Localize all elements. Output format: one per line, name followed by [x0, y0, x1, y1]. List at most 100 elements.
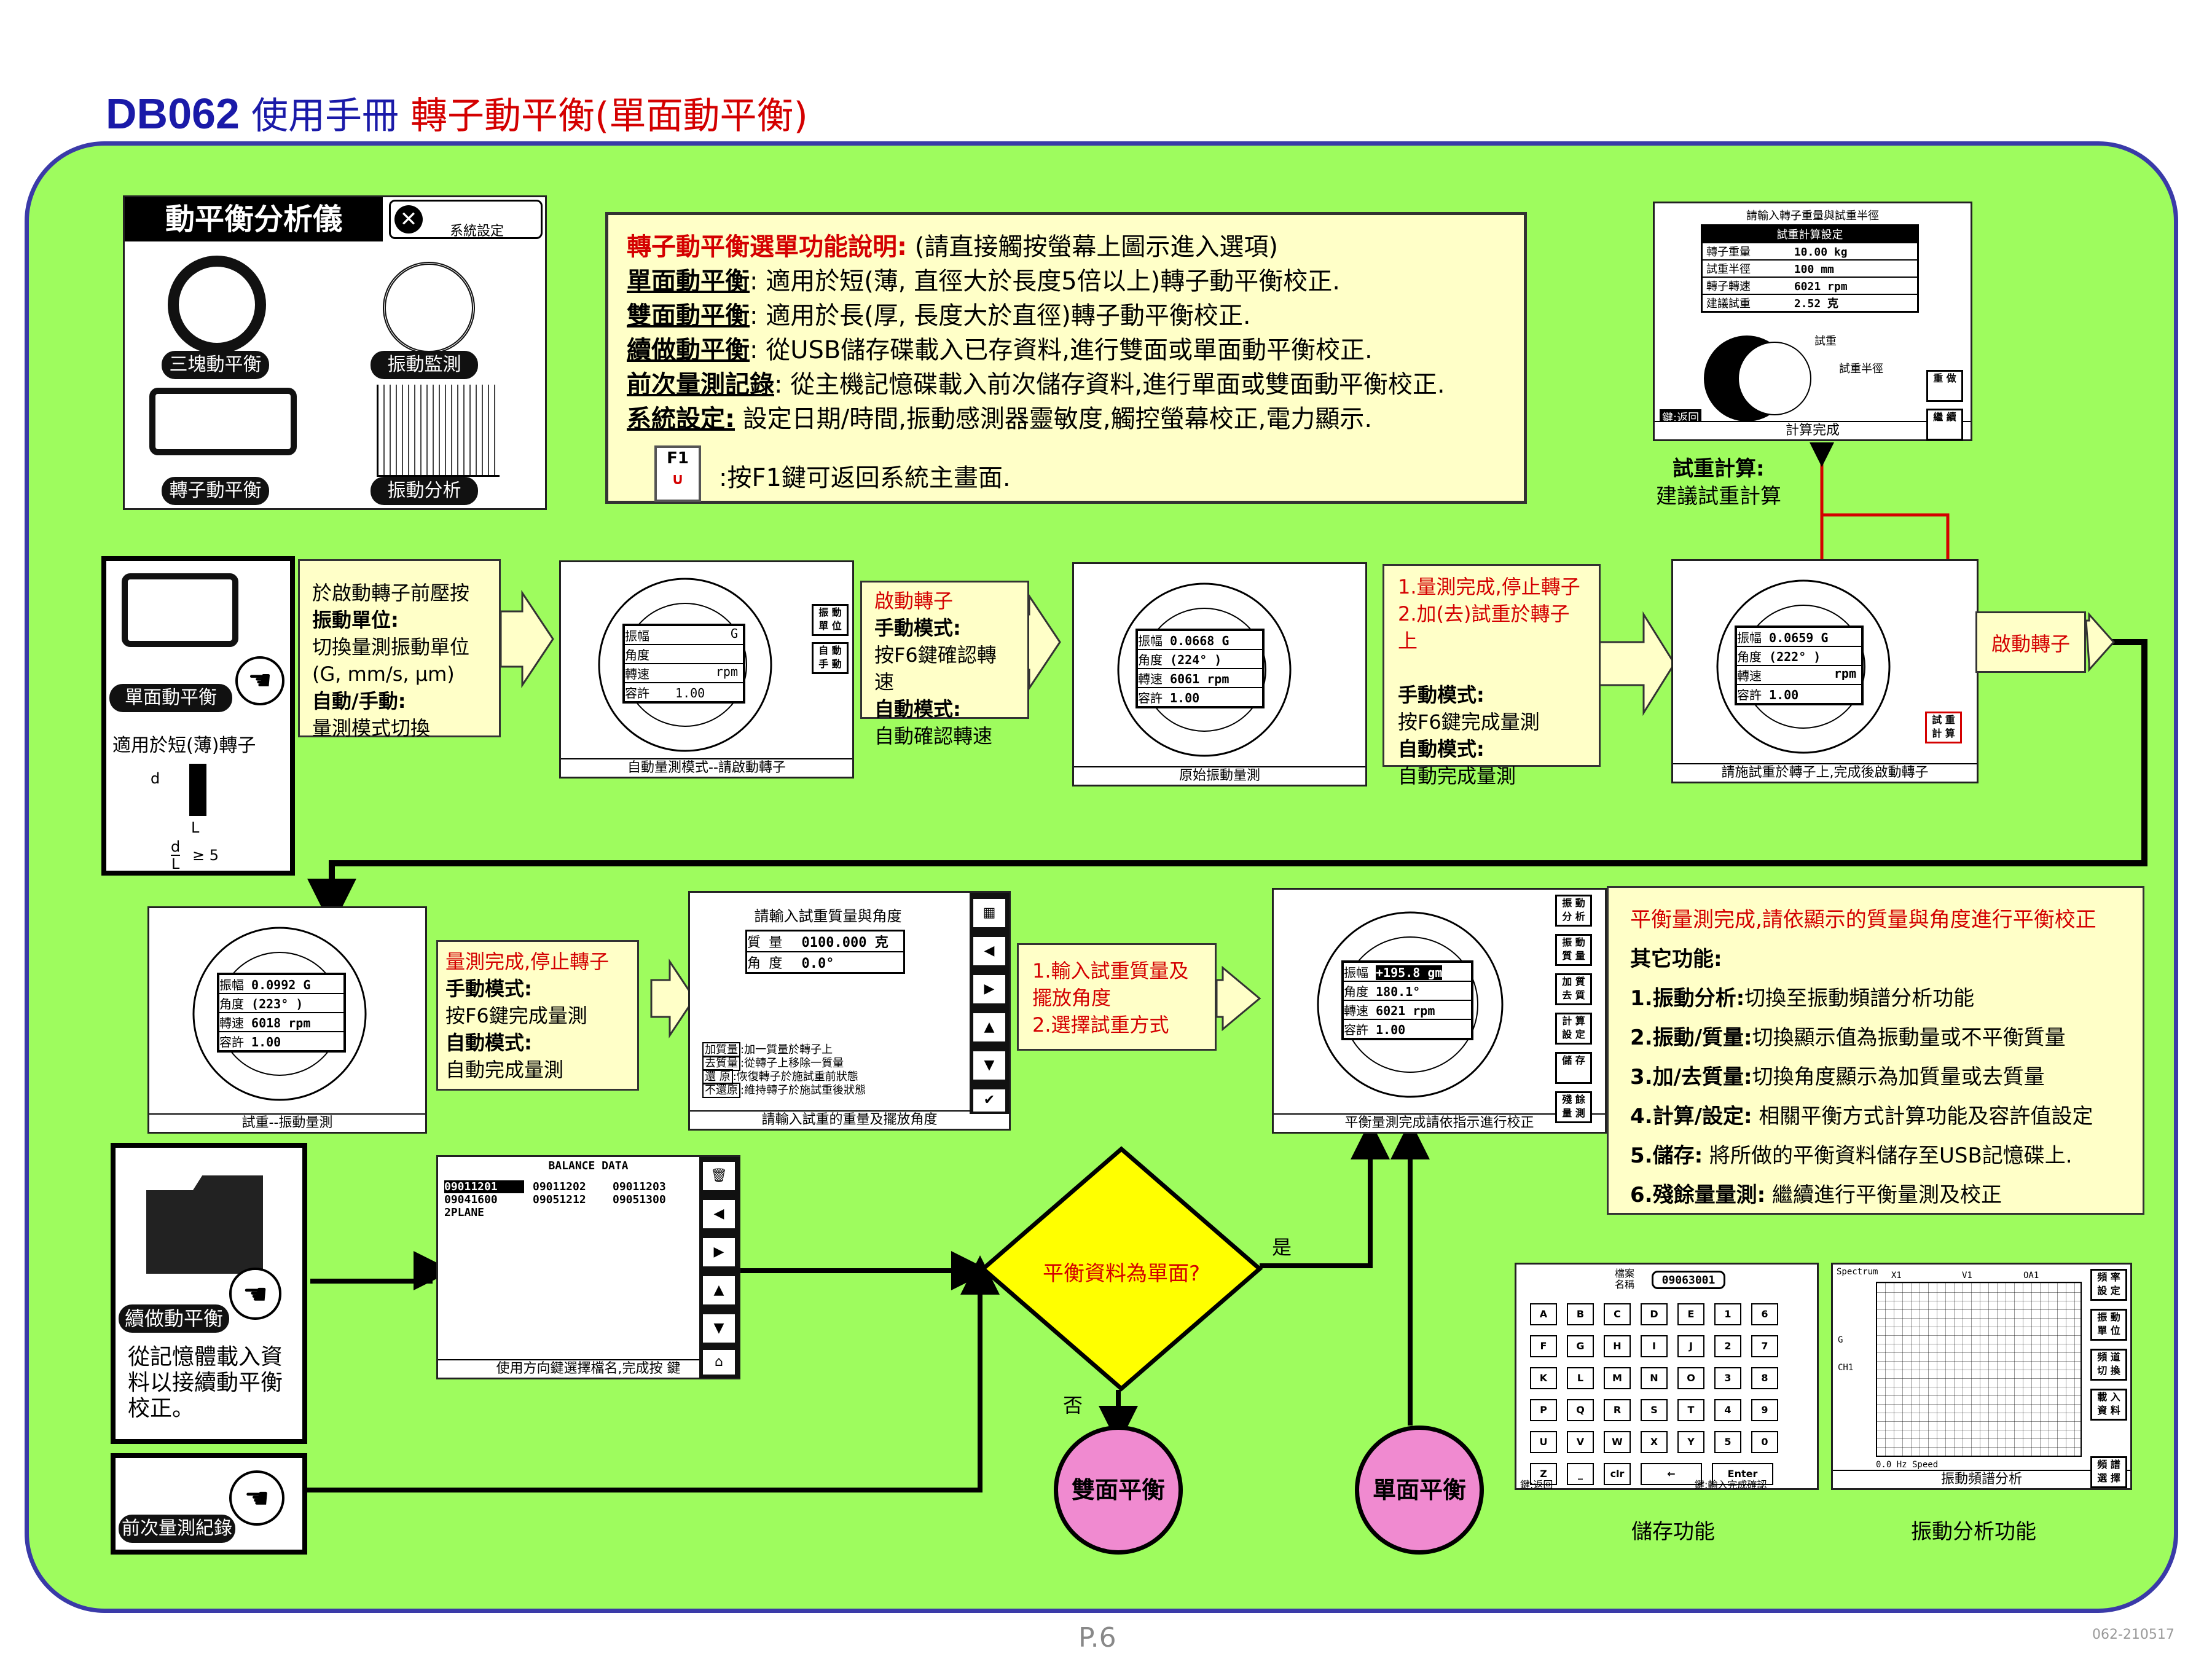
option-no-restore[interactable]: 不還原:維持轉子於施試重後狀態 [702, 1083, 866, 1098]
residual-measure-button[interactable]: 殘 餘 量 測 [1555, 1091, 1592, 1123]
key[interactable]: T [1677, 1399, 1704, 1421]
filename-input[interactable]: 09063001 [1652, 1271, 1725, 1289]
right-arrow-icon[interactable]: ▶ [703, 1238, 735, 1266]
decision-diamond [980, 1146, 1263, 1392]
enter-key[interactable]: Enter [1712, 1463, 1773, 1485]
file-item[interactable]: 09011201 [444, 1180, 524, 1193]
channel-switch-button[interactable]: 頻 道 切 換 [2090, 1349, 2127, 1381]
f1-key[interactable]: F1 ∪ [654, 445, 701, 502]
key[interactable]: 0 [1751, 1431, 1778, 1453]
key[interactable]: I [1641, 1335, 1668, 1357]
add-remove-mass-button[interactable]: 加 質 去 質 [1555, 973, 1592, 1005]
key[interactable]: L [1567, 1367, 1594, 1389]
single-plane-button[interactable]: 單面動平衡 [109, 684, 232, 712]
key[interactable]: O [1677, 1367, 1704, 1389]
menu-item-vibration-monitor[interactable]: 振動監測 [371, 351, 478, 379]
key[interactable]: Y [1677, 1431, 1704, 1453]
menu-item-three-block[interactable]: 三塊動平衡 [162, 351, 269, 379]
key[interactable]: clr [1604, 1463, 1631, 1485]
key[interactable]: X [1641, 1431, 1668, 1453]
mass-input[interactable]: 0100.000 克 [801, 935, 888, 951]
continue-button[interactable]: 繼 續 [1926, 409, 1963, 441]
up-arrow-icon[interactable]: ▲ [973, 1013, 1005, 1041]
left-arrow-icon[interactable]: ◀ [703, 1200, 735, 1228]
key[interactable]: 1 [1714, 1303, 1741, 1325]
menu-item-vibration-analysis[interactable]: 振動分析 [371, 477, 478, 505]
down-arrow-icon[interactable]: ▼ [973, 1051, 1005, 1080]
ylabel-ch1: CH1 [1838, 1363, 1854, 1373]
history-button[interactable]: 前次量測紀錄 [119, 1515, 235, 1543]
back-key[interactable]: 鍵:返回 [1520, 1479, 1553, 1491]
option-restore[interactable]: 還 原:恢復轉子於施試重前狀態 [702, 1069, 866, 1084]
confirm-key[interactable]: 鍵:輸入完成確認 [1695, 1479, 1767, 1491]
load-data-button[interactable]: 載 入 資 料 [2090, 1389, 2127, 1421]
freq-settings-button[interactable]: 頻 率 設 定 [2090, 1269, 2127, 1301]
calc-settings-button[interactable]: 計 算 設 定 [1555, 1013, 1592, 1045]
keypad-icon[interactable]: ▦ [973, 899, 1005, 927]
file-item[interactable]: 09051300 [613, 1193, 666, 1206]
trial-calc-button[interactable]: 試 重 計 算 [1925, 712, 1962, 743]
up-arrow-icon[interactable]: ▲ [703, 1276, 735, 1304]
key[interactable]: G [1567, 1335, 1594, 1357]
key[interactable]: 6 [1751, 1303, 1778, 1325]
key[interactable]: 9 [1751, 1399, 1778, 1421]
info-heading: 轉子動平衡選單功能說明: [627, 233, 907, 261]
key[interactable]: Q [1567, 1399, 1594, 1421]
file-item[interactable]: 09011203 [613, 1180, 666, 1193]
file-row: 09011201 09011202 09011203 [444, 1180, 690, 1193]
check-icon[interactable]: ✔ [973, 1089, 1005, 1112]
file-item[interactable]: 09041600 [444, 1193, 498, 1206]
continue-button[interactable]: 續做動平衡 [119, 1304, 229, 1333]
key[interactable]: B [1567, 1303, 1594, 1325]
file-item[interactable]: 2PLANE [444, 1206, 485, 1219]
save-button[interactable]: 儲 存 [1555, 1052, 1592, 1084]
key[interactable]: M [1604, 1367, 1631, 1389]
key[interactable]: S [1641, 1399, 1668, 1421]
key[interactable]: F [1530, 1335, 1557, 1357]
vib-unit-button[interactable]: 振 動 單 位 [2090, 1309, 2127, 1341]
key[interactable]: C [1604, 1303, 1631, 1325]
key[interactable]: N [1641, 1367, 1668, 1389]
key[interactable]: 7 [1751, 1335, 1778, 1357]
file-item[interactable]: 09011202 [533, 1180, 586, 1193]
key[interactable]: 8 [1751, 1367, 1778, 1389]
right-arrow-icon[interactable]: ▶ [973, 975, 1005, 1003]
key[interactable]: P [1530, 1399, 1557, 1421]
trash-icon[interactable]: 🗑 [703, 1162, 735, 1190]
key[interactable]: _ [1567, 1463, 1594, 1485]
key[interactable]: H [1604, 1335, 1631, 1357]
vib-analysis-button[interactable]: 振 動 分 析 [1555, 895, 1592, 927]
open-folder-icon[interactable]: ⌂ [703, 1350, 735, 1375]
trial-calc-note-text: 建議試重計算 [1656, 484, 1781, 509]
angle-input[interactable]: 0.0° [801, 956, 834, 971]
vibration-unit-button[interactable]: 振 動 單 位 [812, 604, 849, 636]
key[interactable]: A [1530, 1303, 1557, 1325]
note-line: 擺放角度 [1032, 986, 1112, 1010]
redo-button[interactable]: 重 做 [1926, 370, 1963, 402]
key[interactable]: V [1567, 1431, 1594, 1453]
key[interactable]: Z [1530, 1463, 1557, 1485]
key[interactable]: W [1604, 1431, 1631, 1453]
option-add-mass[interactable]: 加質量:加一質量於轉子上 [702, 1042, 866, 1057]
auto-manual-button[interactable]: 自 動 手 動 [812, 642, 849, 674]
settings-button[interactable]: 系統設定 ✕ [389, 200, 543, 239]
vib-mass-button[interactable]: 振 動 質 量 [1555, 934, 1592, 966]
key[interactable]: 2 [1714, 1335, 1741, 1357]
key[interactable]: 5 [1714, 1431, 1741, 1453]
key[interactable]: 4 [1714, 1399, 1741, 1421]
key[interactable]: E [1677, 1303, 1704, 1325]
key[interactable]: D [1641, 1303, 1668, 1325]
left-arrow-icon[interactable]: ◀ [973, 937, 1005, 965]
file-item[interactable]: 09051212 [533, 1193, 586, 1206]
menu-item-rotor-balance[interactable]: 轉子動平衡 [162, 477, 269, 505]
option-remove-mass[interactable]: 去質量:從轉子上移除一質量 [702, 1056, 866, 1071]
menu-info-box: 轉子動平衡選單功能說明: (請直接觸按螢幕上圖示進入選項) 單面動平衡: 適用於… [605, 212, 1527, 504]
spectrum-select-button[interactable]: 頻 譜 選 擇 [2090, 1456, 2127, 1488]
key[interactable]: R [1604, 1399, 1631, 1421]
down-arrow-icon[interactable]: ▼ [703, 1314, 735, 1343]
key[interactable]: J [1677, 1335, 1704, 1357]
key[interactable]: U [1530, 1431, 1557, 1453]
key[interactable]: 3 [1714, 1367, 1741, 1389]
key[interactable]: K [1530, 1367, 1557, 1389]
key[interactable]: ← [1641, 1463, 1702, 1485]
